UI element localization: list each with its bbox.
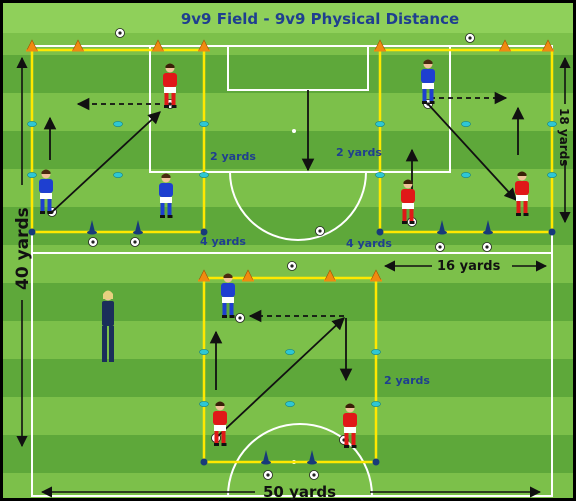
label-18-yards: 18 yards [557,108,571,166]
yellow-grids [30,48,554,464]
title-bar [3,3,573,33]
dimension-arrows [16,56,571,498]
corner-markers [28,228,556,466]
label-50-yards: 50 yards [263,483,336,501]
label-40-yards: 40 yards [13,207,33,290]
label-16-yards: 16 yards [437,259,501,274]
label-2-yards-right: 2 yards [336,146,382,159]
grid-right [378,48,554,234]
grid-bottom [202,276,378,464]
coach-icon [102,290,114,362]
label-4-yards-right: 4 yards [346,237,392,250]
penalty-spot [292,129,296,133]
label-2-yards-bottom: 2 yards [384,374,430,387]
grid-left [30,48,206,234]
label-2-yards-left: 2 yards [210,150,256,163]
diagram-title: 9v9 Field - 9v9 Physical Distance [181,10,459,28]
field-markings [31,45,553,497]
movement-arrows [43,90,525,437]
label-4-yards-left: 4 yards [200,235,246,248]
